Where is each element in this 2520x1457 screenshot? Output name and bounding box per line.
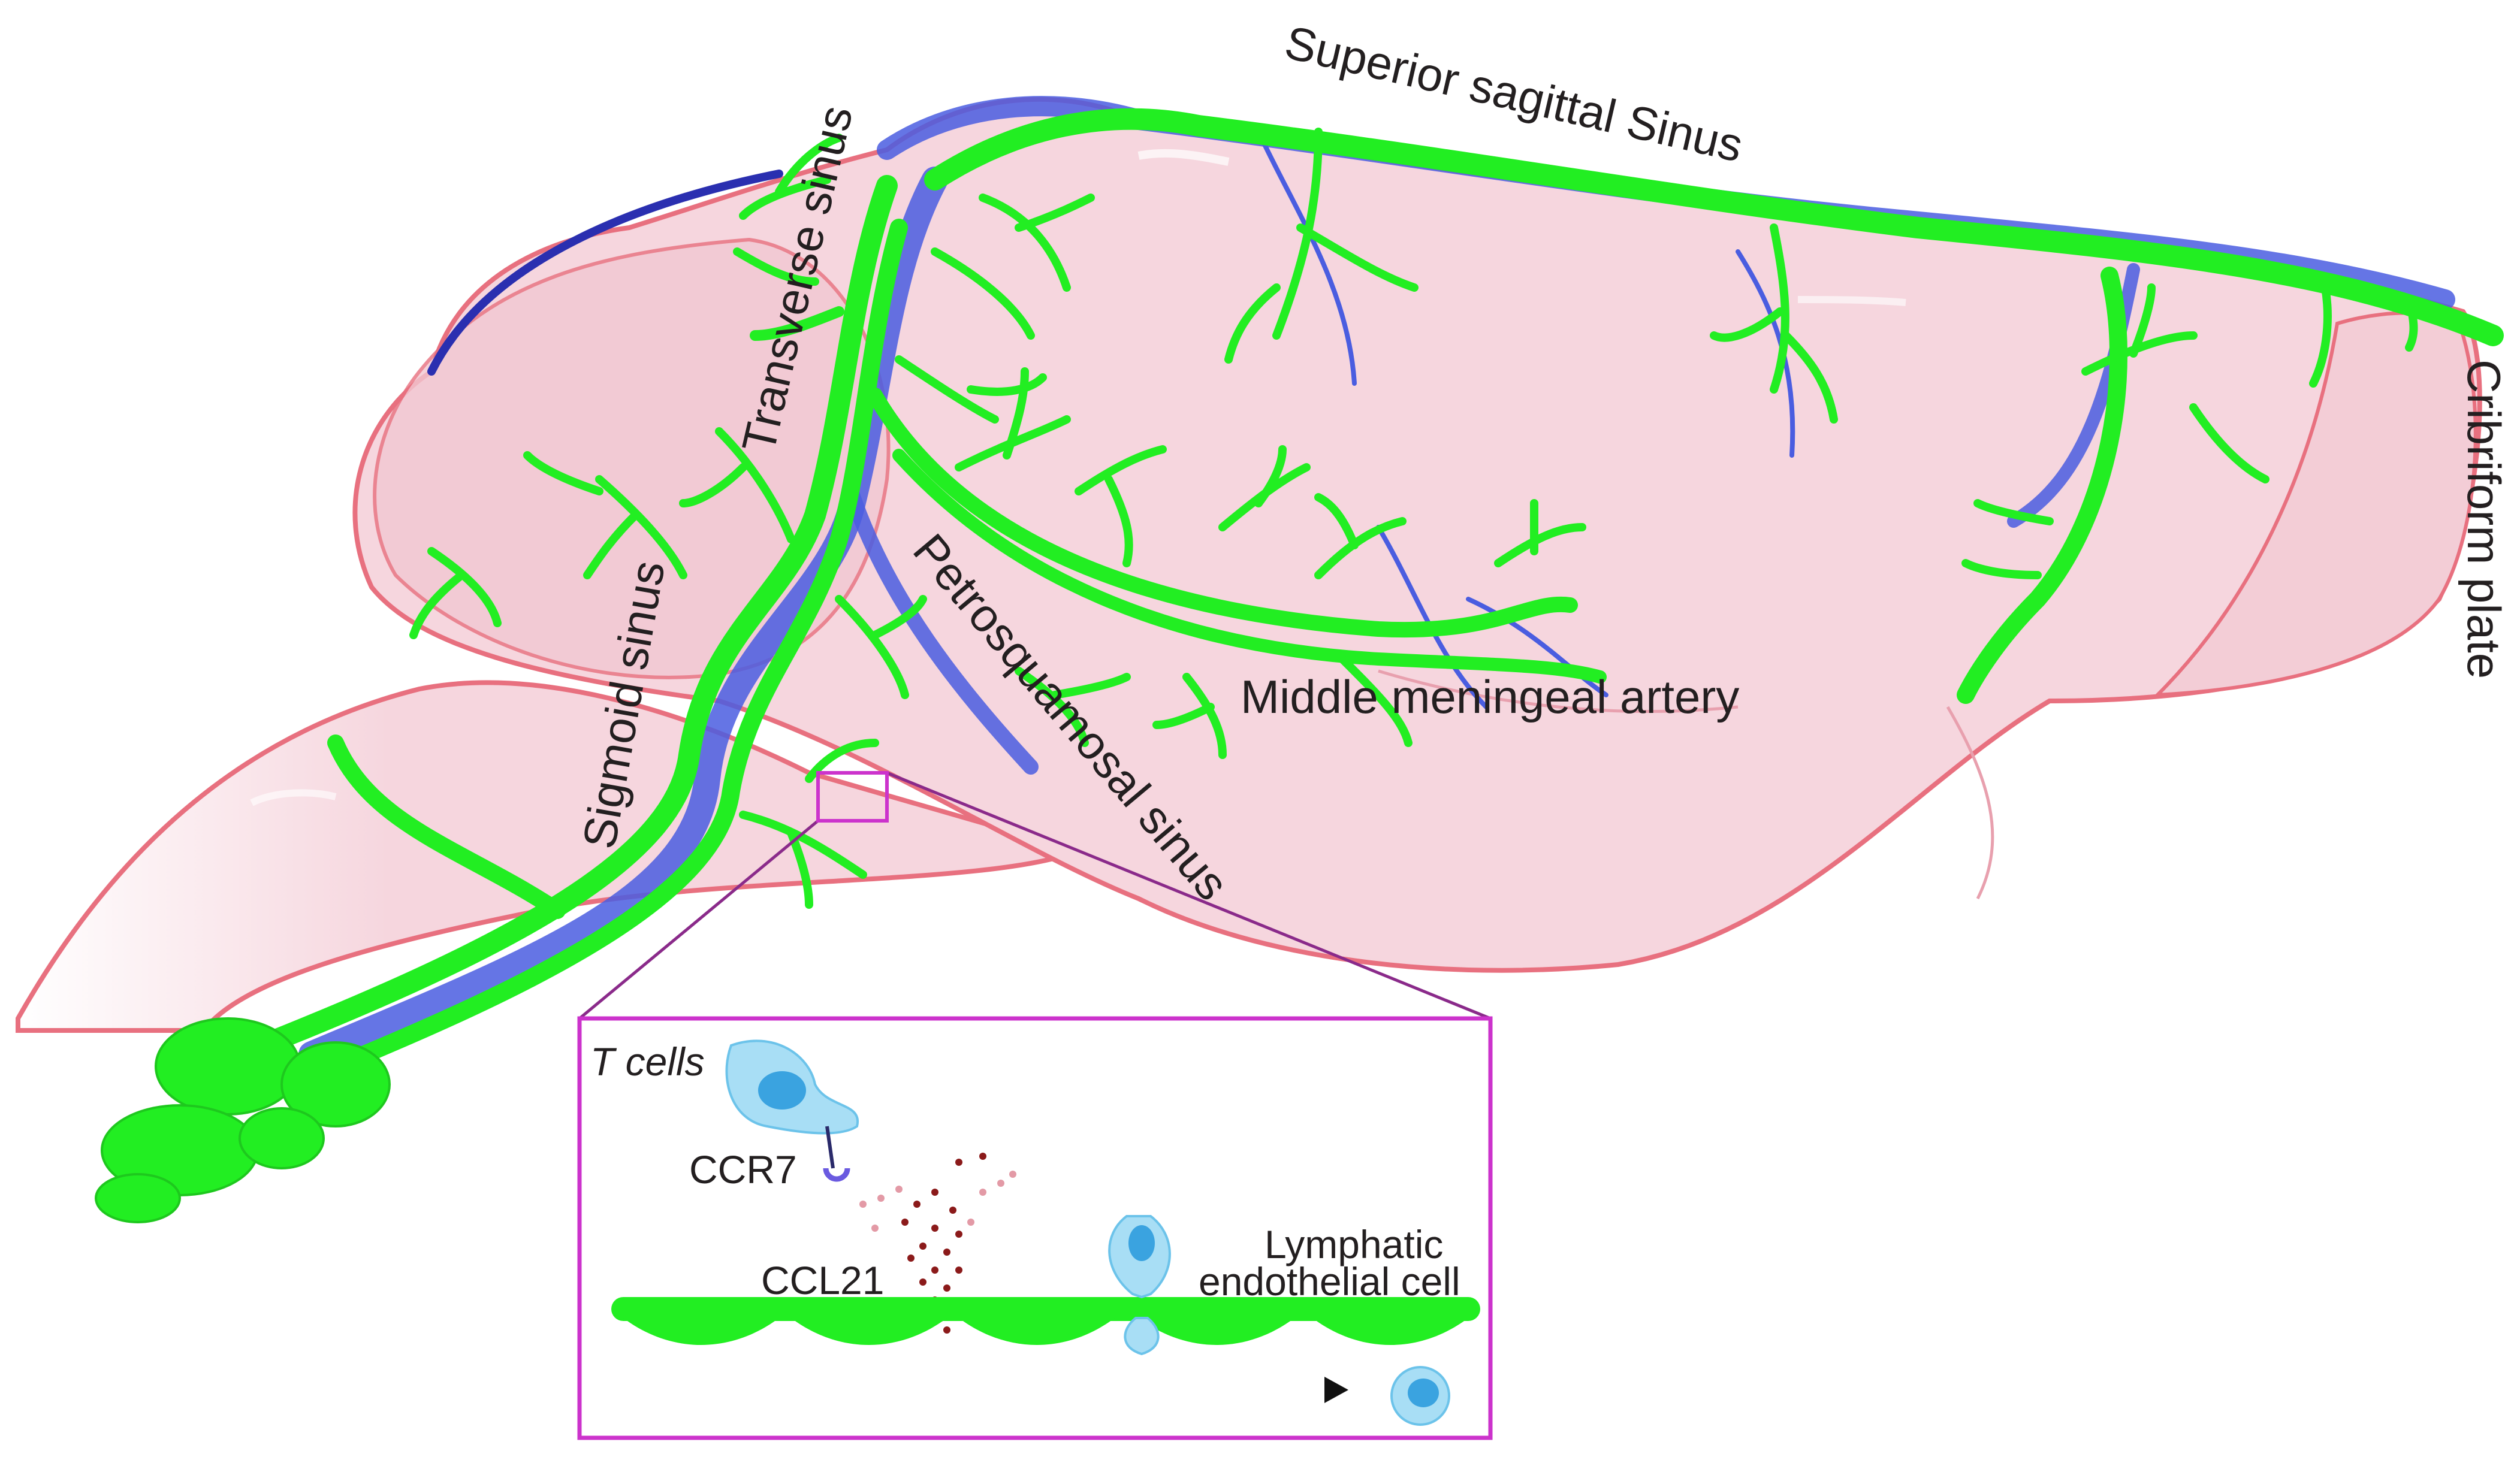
arrow-head-icon	[1324, 1377, 1348, 1403]
label-t-cells: T cells	[590, 1039, 705, 1084]
zoom-indicator	[578, 771, 1491, 1020]
label-lymphatic-endothelial-line2: endothelial cell	[1199, 1259, 1460, 1304]
basal-lymphatic-trunk	[867, 388, 1578, 638]
transverse-sinus-vessel	[298, 167, 948, 1068]
lymphatic-endothelium	[611, 1297, 1480, 1345]
exited-t-cell-icon	[1390, 1366, 1450, 1426]
petrosquamosal-sinus-vessel	[843, 483, 1039, 775]
inset-panel: T cells CCR7 CCL21 Lymphatic endothelial…	[577, 1016, 1493, 1440]
zoom-selection-box	[816, 771, 889, 823]
cerebellum	[373, 237, 891, 679]
label-ccr7: CCR7	[689, 1147, 797, 1192]
label-cribriform-plate: Cribriform plate	[2458, 359, 2510, 679]
label-middle-meningeal-artery: Middle meningeal artery	[1241, 670, 1739, 723]
transmigrating-t-cell-icon	[1108, 1215, 1171, 1356]
deep-cervical-lymph-nodes	[95, 1017, 391, 1223]
lymphatic-vessels	[259, 108, 2504, 1075]
brainstem	[16, 680, 1087, 1033]
label-ccl21: CCL21	[761, 1258, 884, 1302]
t-cell-icon	[725, 1039, 859, 1182]
dorsal-lymphatic-trunk	[924, 108, 2504, 346]
ccr7-receptor-icon	[823, 1168, 850, 1182]
label-lymphatic-endothelial-line1: Lymphatic	[1264, 1222, 1443, 1266]
